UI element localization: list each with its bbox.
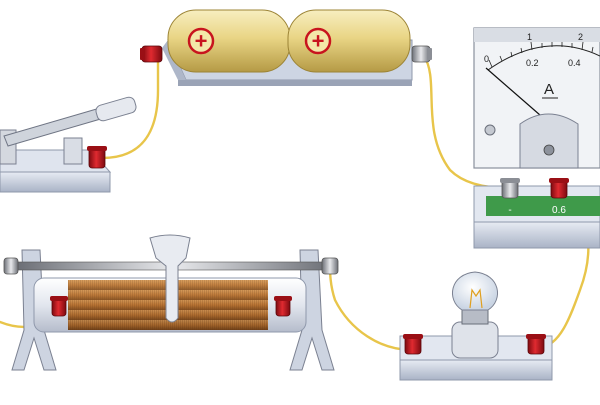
ammeter-label-negative: -	[508, 205, 511, 216]
ammeter: 0 1 2 0.2 0.4 A - 0.6	[473, 27, 600, 249]
ammeter-label-strip	[486, 196, 600, 216]
ammeter-tick-1: 1	[527, 32, 532, 42]
lamp-base-front	[399, 359, 553, 381]
battery-holder: + +	[140, 9, 432, 86]
lamp-terminal-left[interactable]	[403, 334, 423, 355]
rheostat	[3, 234, 339, 371]
svg-text:+: +	[195, 29, 208, 54]
switch-blade[interactable]	[3, 107, 105, 147]
ammeter-label-0-6: 0.6	[552, 205, 566, 216]
ammeter-unit: A	[544, 81, 554, 98]
switch-handle[interactable]	[95, 96, 138, 122]
ammeter-needle	[485, 67, 549, 123]
wire-switch-battery	[100, 56, 160, 160]
ammeter-pivot-housing	[519, 113, 579, 169]
ammeter-terminal-negative[interactable]	[500, 178, 520, 199]
rheostat-rod-terminal-left[interactable]	[3, 257, 19, 275]
rheostat-terminal-left[interactable]	[50, 296, 68, 317]
ammeter-tick-0: 0	[484, 54, 489, 64]
knife-switch[interactable]	[0, 96, 138, 193]
wire-lamp-rheostat	[328, 263, 414, 352]
ammeter-scale-ticks	[488, 41, 594, 68]
lamp	[399, 271, 553, 381]
ammeter-scale-arc	[487, 45, 600, 71]
rheostat-terminal-right[interactable]	[274, 296, 292, 317]
switch-clip	[63, 137, 83, 165]
ammeter-terminal-0-6[interactable]	[549, 178, 569, 199]
rheostat-rod-terminal-right[interactable]	[321, 257, 339, 275]
battery-cell-1	[167, 9, 291, 73]
lamp-socket	[451, 321, 499, 359]
switch-base-front	[0, 171, 111, 193]
ammeter-tick-0-4: 0.4	[568, 58, 581, 68]
battery-terminal-negative[interactable]	[411, 45, 432, 63]
ammeter-tick-0-2: 0.2	[526, 58, 539, 68]
svg-text:+: +	[312, 29, 325, 54]
lamp-terminal-right[interactable]	[526, 334, 546, 355]
rheostat-slider[interactable]	[149, 234, 191, 323]
lamp-filament	[469, 288, 483, 309]
switch-terminal[interactable]	[87, 146, 107, 169]
ammeter-zero-adjust[interactable]	[484, 124, 496, 136]
battery-terminal-positive[interactable]	[140, 45, 163, 63]
plus-icon: +	[187, 27, 215, 55]
ammeter-pivot-screw	[543, 144, 555, 156]
ammeter-base-front	[473, 221, 600, 249]
lamp-bulb	[452, 271, 498, 311]
plus-icon: +	[304, 27, 332, 55]
ammeter-tick-2: 2	[578, 32, 583, 42]
battery-cell-2	[287, 9, 411, 73]
